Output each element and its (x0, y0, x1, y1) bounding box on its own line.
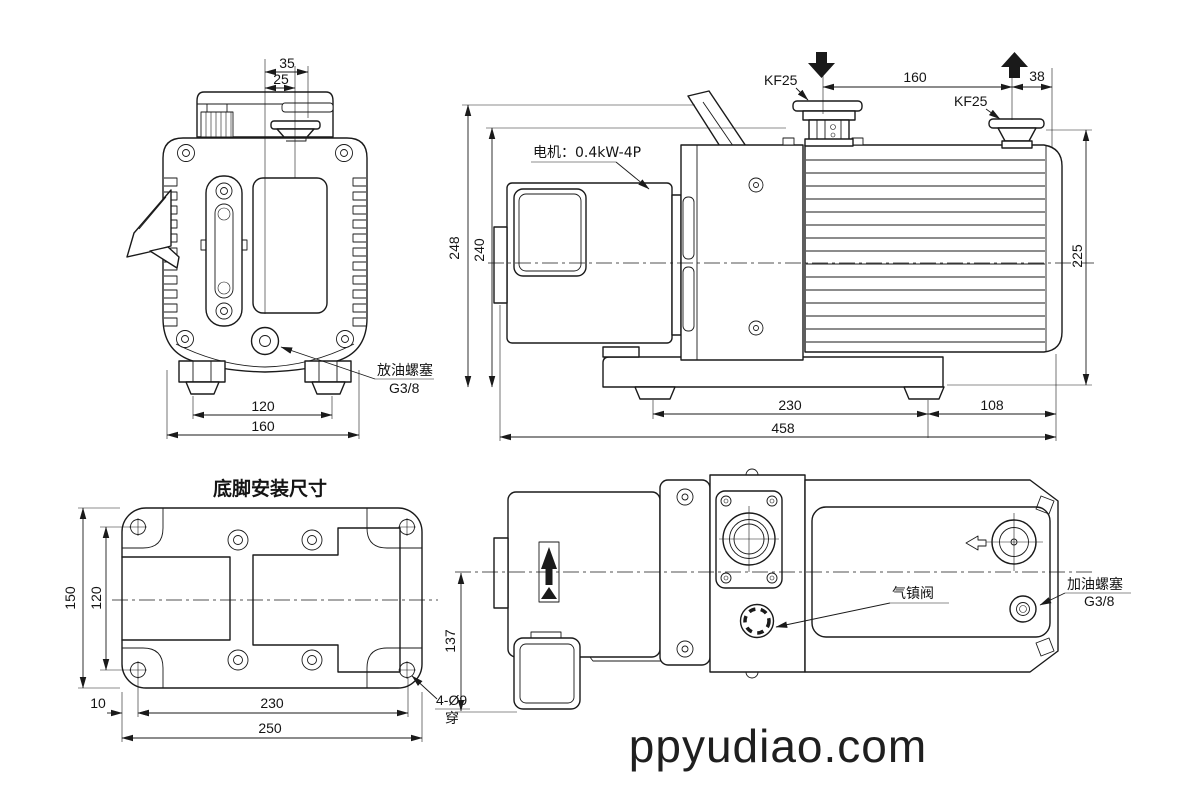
dim-25: 25 (273, 71, 289, 87)
exhaust-port (988, 118, 1045, 149)
rotation-direction-arrow-icon (541, 547, 557, 585)
dim-160-side: 160 (903, 69, 927, 85)
inlet-port (792, 100, 863, 147)
carry-handle-front (126, 189, 180, 269)
fill-plug-label: 加油螺塞 (1067, 576, 1123, 593)
oil-flow-arrow-icon (965, 535, 987, 551)
inlet-kf25-label: KF25 (764, 72, 798, 88)
dim-150: 150 (62, 586, 78, 610)
fill-plug-thread: G3/8 (1084, 593, 1115, 609)
exhaust-kf25-label: KF25 (954, 93, 988, 109)
dim-35: 35 (279, 55, 295, 71)
center-block-top (709, 468, 806, 679)
dim-230-side: 230 (778, 397, 802, 413)
base-mounting-view: 底脚安装尺寸 150 120 (62, 477, 470, 742)
base-plate-outline (121, 507, 423, 689)
exhaust-flow-arrow-icon (1001, 52, 1028, 78)
dim-230-base: 230 (260, 695, 284, 711)
dim-248: 248 (446, 236, 462, 260)
dim-137: 137 (442, 629, 458, 653)
base-view-title: 底脚安装尺寸 (213, 477, 327, 500)
junction-box (513, 631, 581, 710)
nameplate-window (252, 177, 328, 314)
oil-fill-plug (1009, 595, 1037, 623)
dim-120-front: 120 (251, 398, 275, 414)
dim-120-base: 120 (88, 586, 104, 610)
motor-adapter (671, 194, 682, 336)
dim-225: 225 (1069, 244, 1085, 268)
holes-callout-through: 穿 (445, 711, 459, 727)
dim-108: 108 (980, 397, 1004, 413)
drain-plug-label: 放油螺塞 (377, 362, 433, 379)
motor-label: 电机：0.4kW-4P (533, 145, 641, 161)
motor-top (493, 491, 661, 658)
inlet-flow-arrow-icon (808, 52, 835, 78)
front-view: 35 25 120 160 放油螺塞 G3/8 (126, 55, 434, 439)
gas-ballast-label: 气镇阀 (892, 586, 934, 602)
sump-inner-arc (175, 343, 355, 368)
side-view: 160 38 KF25 KF25 电机：0.4kW-4P 248 240 225… (446, 52, 1094, 441)
dim-240: 240 (471, 238, 487, 262)
holes-callout: 4-Ø9 (436, 692, 467, 708)
dim-458: 458 (771, 420, 795, 436)
pump-center-block (680, 144, 804, 361)
corner-screws (176, 144, 354, 348)
front-feet (178, 360, 352, 395)
oil-box-top (804, 479, 1059, 673)
base-plate-side (602, 356, 944, 388)
drain-plug-thread: G3/8 (389, 380, 420, 396)
dim-250: 250 (258, 720, 282, 736)
oil-drain-plug (250, 326, 280, 356)
top-view: 气镇阀 加油螺塞 G3/8 137 (442, 468, 1131, 713)
dim-160-front: 160 (251, 418, 275, 434)
base-screws (227, 529, 323, 671)
dim-10: 10 (90, 695, 106, 711)
finned-oil-box (782, 137, 1063, 353)
watermark: ppyudiao.com (629, 720, 927, 772)
dim-38: 38 (1029, 68, 1045, 84)
oil-sight-glass (200, 175, 248, 327)
coupling-plate (659, 479, 711, 666)
